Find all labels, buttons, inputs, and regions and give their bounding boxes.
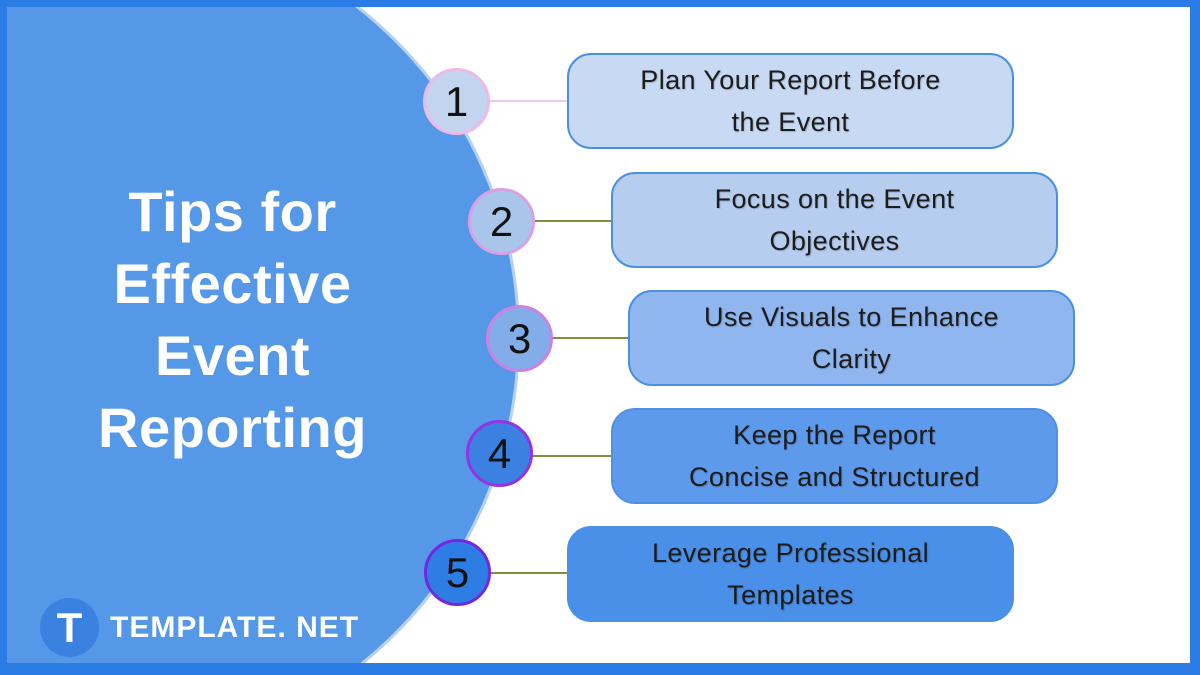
step-label-line: Plan Your Report Before <box>640 65 941 95</box>
step-number-badge-3: 3 <box>486 305 553 372</box>
title-line: Tips for <box>128 180 337 243</box>
step-box-5: Leverage Professional Templates <box>567 526 1014 622</box>
step-label-line: the Event <box>731 107 850 137</box>
template-net-logo[interactable]: T TEMPLATE. NET <box>40 598 359 657</box>
step-label-line: Objectives <box>769 226 900 256</box>
step-label-line: Clarity <box>811 344 892 374</box>
title-line: Event <box>155 324 310 387</box>
step-box-3: Use Visuals to Enhance Clarity <box>628 290 1075 386</box>
frame-border-top <box>0 0 1200 7</box>
step-number-badge-2: 2 <box>468 188 535 255</box>
step-connector-2 <box>532 220 613 222</box>
step-number-badge-1: 1 <box>423 68 490 135</box>
step-number-badge-4: 4 <box>466 420 533 487</box>
logo-brand-text: TEMPLATE. NET <box>110 610 360 644</box>
step-label-line: Leverage Professional <box>651 538 930 568</box>
step-connector-1 <box>486 100 569 102</box>
step-label-line: Templates <box>727 580 854 610</box>
frame-border-left <box>0 0 7 675</box>
step-connector-4 <box>532 455 613 457</box>
step-label-line: Keep the Report <box>733 420 936 450</box>
step-box-1: Plan Your Report Before the Event <box>567 53 1014 149</box>
step-label-line: Focus on the Event <box>714 184 955 214</box>
step-label-line: Concise and Structured <box>689 462 980 492</box>
step-connector-5 <box>489 572 569 574</box>
step-label-line: Use Visuals to Enhance <box>704 302 999 332</box>
step-box-4: Keep the Report Concise and Structured <box>611 408 1058 504</box>
step-box-2: Focus on the Event Objectives <box>611 172 1058 268</box>
frame-border-bottom <box>0 663 1200 675</box>
step-connector-3 <box>550 337 630 339</box>
page-title: Tips for Effective Event Reporting <box>35 176 430 464</box>
logo-t-icon: T <box>40 598 99 657</box>
step-number-badge-5: 5 <box>424 539 491 606</box>
title-line: Effective <box>113 252 352 315</box>
title-line: Reporting <box>98 396 367 459</box>
frame-border-right <box>1190 0 1200 675</box>
